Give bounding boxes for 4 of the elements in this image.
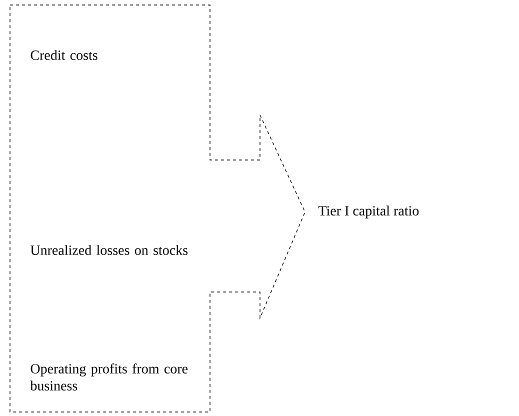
label: Operating profits from core business	[30, 364, 188, 390]
label: Credit costs	[30, 50, 98, 60]
label: Tier I capital ratio	[318, 206, 419, 218]
label: Unrealized losses on stocks	[30, 245, 188, 255]
